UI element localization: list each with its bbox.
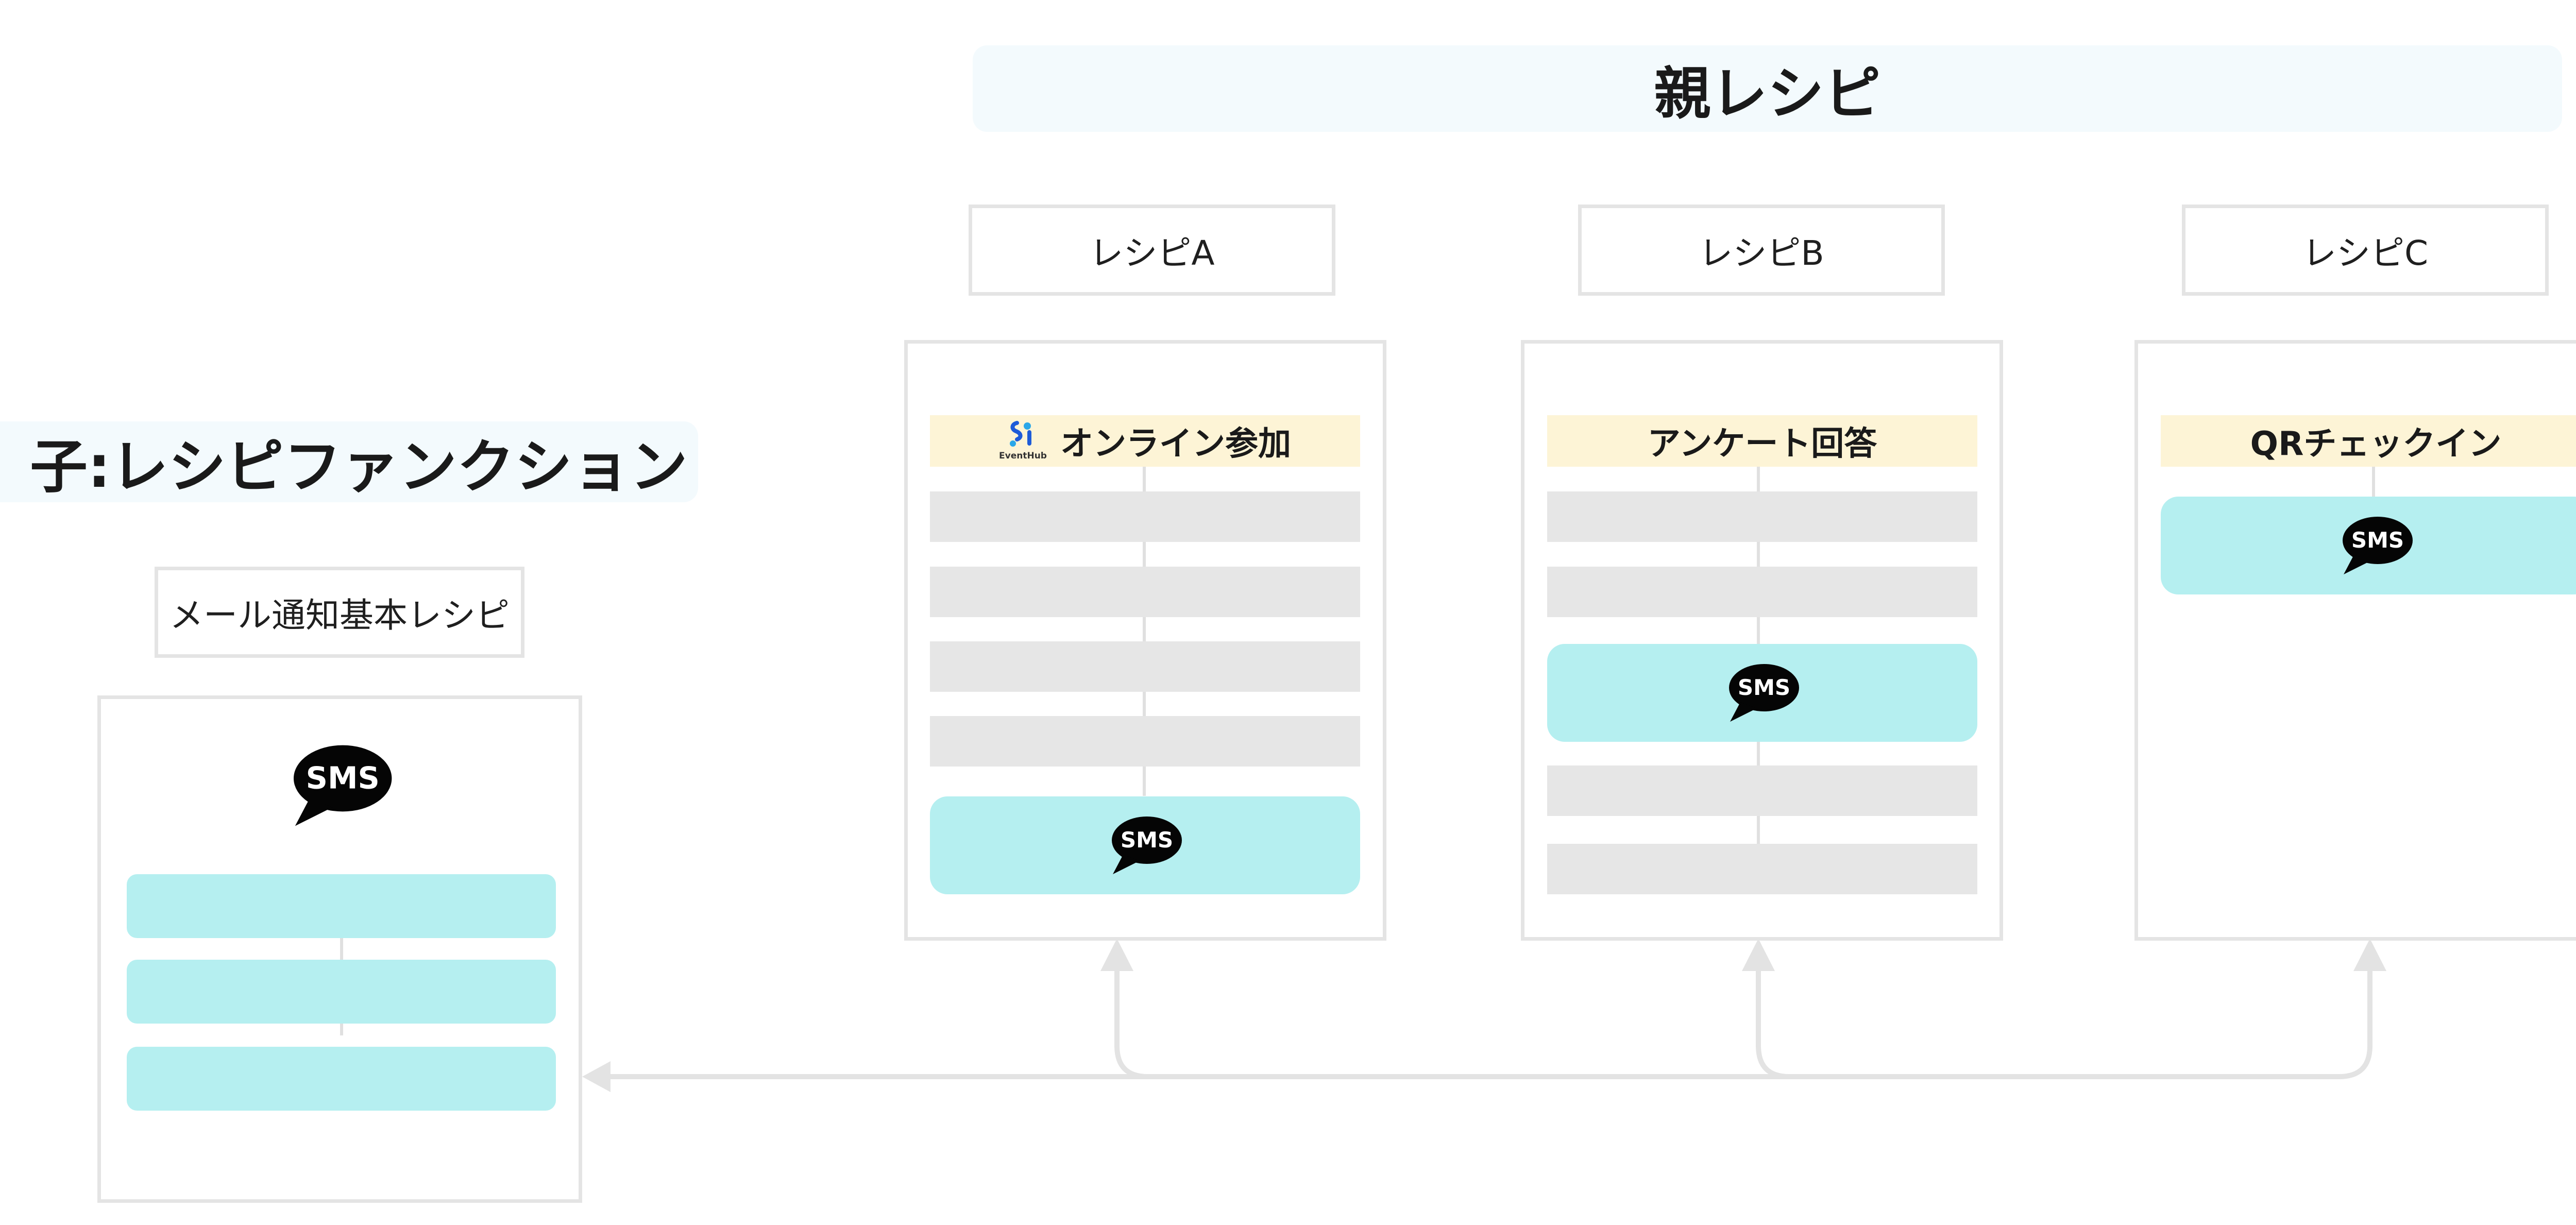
sms-icon: SMS	[2342, 517, 2413, 574]
sms-icon: SMS	[1111, 816, 1182, 874]
svg-text:SMS: SMS	[2351, 528, 2403, 553]
recipe-b-step-2	[1547, 567, 1977, 617]
child-action-step-3	[127, 1047, 556, 1111]
recipe-a-trigger-header: EventHub オンライン参加	[930, 415, 1360, 467]
sms-icon: SMS	[1728, 664, 1799, 722]
recipe-c-label: レシピC	[2182, 205, 2549, 296]
child-action-step-1	[127, 874, 556, 938]
recipe-b-step-4	[1547, 844, 1977, 894]
recipe-a-step-4	[930, 716, 1360, 767]
recipe-a-sms-action: SMS	[930, 796, 1360, 894]
recipe-c-trigger-label: QRチェックイン	[2250, 425, 2502, 463]
child-action-step-2	[127, 960, 556, 1024]
parent-recipe-title: 親レシピ	[973, 45, 2562, 132]
email-notification-recipe-label: メール通知基本レシピ	[155, 567, 524, 658]
recipe-a-step-1	[930, 491, 1360, 542]
svg-text:SMS: SMS	[1120, 827, 1173, 853]
svg-text:SMS: SMS	[306, 760, 380, 796]
eventhub-logo: EventHub	[999, 421, 1047, 461]
recipe-b-step-3	[1547, 765, 1977, 816]
recipe-b-trigger-label: アンケート回答	[1647, 425, 1877, 463]
recipe-b-step-1	[1547, 491, 1977, 542]
recipe-c-trigger-header: QRチェックイン	[2161, 415, 2576, 467]
recipe-b-trigger-header: アンケート回答	[1547, 415, 1977, 467]
eventhub-logo-icon	[1010, 421, 1032, 447]
svg-text:SMS: SMS	[1737, 675, 1790, 700]
recipe-c-sms-action: SMS	[2161, 497, 2576, 594]
recipe-c-flow-line	[2372, 466, 2375, 497]
sms-icon: SMS	[294, 745, 392, 826]
recipe-b-label: レシピB	[1578, 205, 1945, 296]
recipe-a-flow-line	[1143, 466, 1146, 796]
recipe-a-label: レシピA	[969, 205, 1335, 296]
recipe-b-sms-action: SMS	[1547, 644, 1977, 742]
eventhub-logo-text: EventHub	[999, 451, 1047, 461]
recipe-a-step-2	[930, 567, 1360, 617]
recipe-a-trigger-label: オンライン参加	[1060, 425, 1291, 463]
child-recipe-function-title: 子:レシピファンクション	[0, 421, 698, 502]
recipe-a-step-3	[930, 641, 1360, 692]
